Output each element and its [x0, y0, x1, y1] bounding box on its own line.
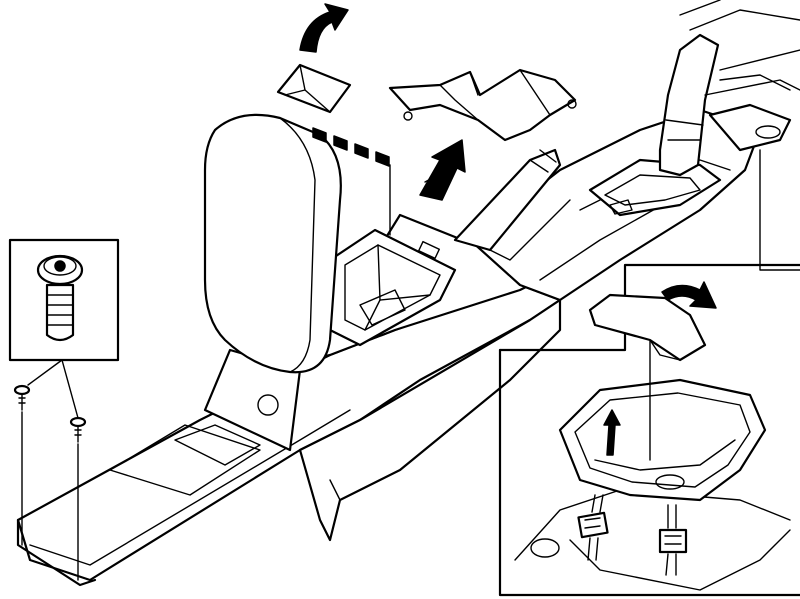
curved-up-arrow: [299, 3, 349, 53]
screw-left-icon: [13, 384, 31, 411]
detail-inset: [498, 263, 800, 597]
connector-left-icon: [577, 494, 609, 561]
mounting-screws: [13, 359, 87, 581]
double-up-arrow: [419, 139, 466, 201]
connector-right-icon: [658, 504, 688, 576]
gear-selector: [588, 0, 800, 217]
gear-lever-boot: [388, 68, 577, 142]
storage-lid: [276, 63, 352, 114]
screw-detail-box: [8, 238, 120, 362]
armrest: [203, 113, 342, 374]
inset-lid: [588, 293, 707, 362]
screw-right-icon: [69, 416, 87, 443]
torx-screw-icon: [36, 254, 84, 342]
dashed-guide: [312, 127, 391, 236]
straight-up-arrow: [603, 409, 621, 456]
handbrake-lever: [453, 148, 571, 261]
inset-leader-line: [759, 149, 800, 271]
curved-right-arrow: [661, 281, 717, 309]
storage-compartment: [328, 228, 457, 347]
